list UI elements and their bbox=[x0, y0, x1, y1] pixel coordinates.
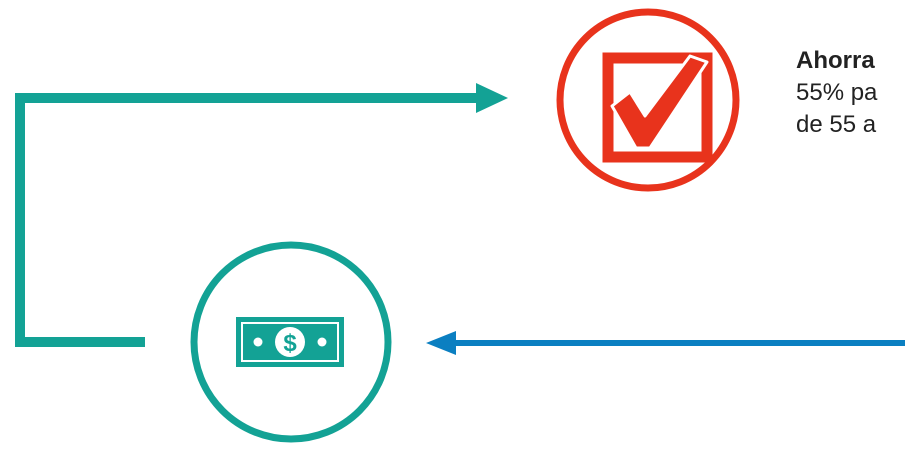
teal-return-connector bbox=[15, 93, 478, 347]
income-node: $ bbox=[190, 241, 392, 443]
savings-line-2: de 55 a bbox=[796, 111, 877, 138]
savings-line-1: 55% pa bbox=[796, 79, 878, 106]
savings-title: Ahorra bbox=[796, 47, 875, 74]
teal-arrowhead bbox=[476, 83, 508, 113]
savings-node bbox=[556, 8, 740, 192]
blue-arrowhead bbox=[426, 331, 456, 355]
savings-text: Ahorra 55% pa de 55 a bbox=[796, 45, 905, 141]
dollar-bill-icon: $ bbox=[236, 317, 344, 367]
bill-dollar-symbol: $ bbox=[283, 330, 297, 357]
checkbox-check-icon bbox=[602, 52, 713, 163]
